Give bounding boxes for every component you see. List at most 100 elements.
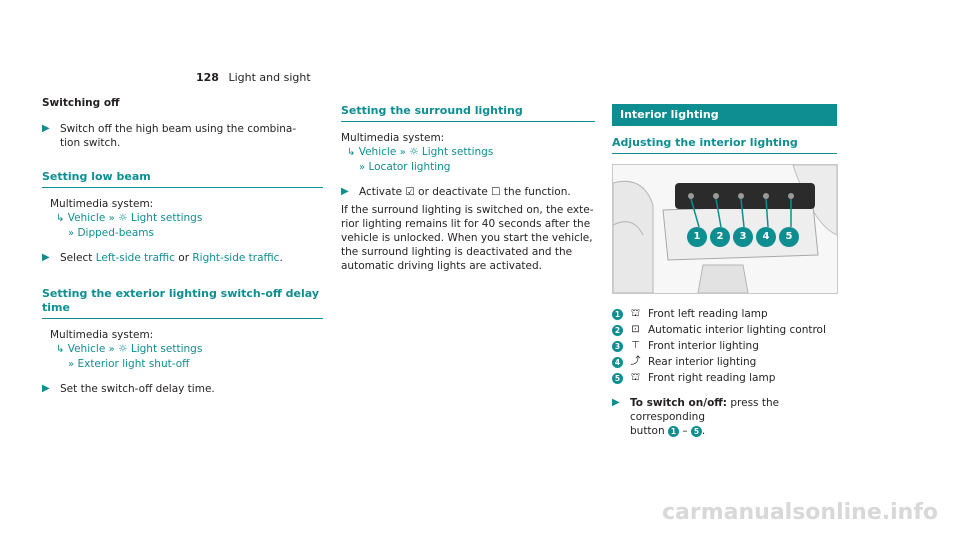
rear-interior-light-icon: ⤴ <box>630 356 641 367</box>
legend-label: Front left reading lamp <box>648 308 768 320</box>
column-middle: Setting the surround lighting Multimedia… <box>341 96 595 273</box>
paragraph-line: the surround lighting is deactivated and… <box>341 246 573 258</box>
heading-line: Setting the exterior lighting switch-off… <box>42 287 319 300</box>
legend-badge: 4 <box>612 356 623 368</box>
menu-light-settings[interactable]: Light settings <box>130 343 203 355</box>
page-number: 128 <box>196 71 219 84</box>
light-settings-icon: ☼ <box>118 343 128 355</box>
menu-light-settings[interactable]: Light settings <box>421 146 494 158</box>
legend-list: 1 ⛫ Front left reading lamp 2 ⊡ Automati… <box>612 306 837 386</box>
option-left-traffic[interactable]: Left-side traffic <box>95 252 175 264</box>
step-text: Set the switch-off delay time. <box>60 383 215 395</box>
low-beam-heading: Setting low beam <box>42 170 323 188</box>
light-settings-icon: ☼ <box>409 146 419 158</box>
step-arrow-icon: ▶ <box>42 383 50 394</box>
surround-path2: » Locator lighting <box>359 160 595 175</box>
switchoff-delay-heading: Setting the exterior lighting switch-off… <box>42 287 323 319</box>
menu-vehicle[interactable]: Vehicle <box>67 343 106 355</box>
watermark: carmanualsonline.info <box>662 500 938 525</box>
button-text: button <box>630 425 665 437</box>
menu-exterior-light-shut-off[interactable]: Exterior light shut-off <box>77 358 190 370</box>
surround-heading: Setting the surround lighting <box>341 104 595 122</box>
interior-subtitle: Adjusting the interior lighting <box>612 136 837 154</box>
chevron-right-icon: » <box>68 228 75 239</box>
surround-step: ▶ Activate ☑ or deactivate ☐ the functio… <box>341 185 595 199</box>
light-settings-icon: ☼ <box>118 212 128 224</box>
callout-badge: 1 <box>687 227 707 247</box>
switch-text: press the corresponding <box>630 397 780 423</box>
paragraph-line: rior lighting remains lit for 40 seconds… <box>341 218 591 230</box>
menu-light-settings[interactable]: Light settings <box>130 212 203 224</box>
interior-banner: Interior lighting <box>612 104 837 126</box>
return-arrow-icon: ↳ <box>347 147 356 158</box>
paragraph-line: automatic driving lights are activated. <box>341 260 542 272</box>
range-dash: – <box>682 425 688 437</box>
range-from-badge: 1 <box>667 425 679 437</box>
legend-label: Front right reading lamp <box>648 372 776 384</box>
step-text-line: Switch off the high beam using the combi… <box>60 123 297 135</box>
legend-item: 2 ⊡ Automatic interior lighting control <box>612 322 837 338</box>
step-arrow-icon: ▶ <box>42 252 50 263</box>
switching-off-title: Switching off <box>42 97 120 109</box>
return-arrow-icon: ↳ <box>56 344 65 355</box>
chevron-right-icon: » <box>108 213 115 224</box>
chevron-right-icon: » <box>68 359 75 370</box>
legend-badge: 5 <box>612 372 623 384</box>
legend-item: 1 ⛫ Front left reading lamp <box>612 306 837 322</box>
return-arrow-icon: ↳ <box>56 213 65 224</box>
legend-label: Automatic interior lighting control <box>648 324 826 336</box>
callout-badge: 2 <box>710 227 730 247</box>
legend-badge: 1 <box>612 308 623 320</box>
menu-vehicle[interactable]: Vehicle <box>67 212 106 224</box>
option-right-traffic[interactable]: Right-side traffic <box>192 252 280 264</box>
auto-light-icon: ⊡ <box>631 324 640 335</box>
callout-badge: 3 <box>733 227 753 247</box>
column-left: Switching off ▶ Switch off the high beam… <box>42 96 323 396</box>
legend-item: 3 ⊤ Front interior lighting <box>612 338 837 354</box>
checkbox-checked-icon: ☑ <box>405 186 415 198</box>
surround-system: Multimedia system: <box>341 132 445 144</box>
period: . <box>701 425 706 437</box>
switchoff-system: Multimedia system: <box>50 329 154 341</box>
switching-off-step: ▶ Switch off the high beam using the com… <box>42 122 323 150</box>
low-beam-step: ▶ Select Left-side traffic or Right-side… <box>42 251 323 265</box>
column-right: Interior lighting Adjusting the interior… <box>612 96 838 438</box>
activate-text: Activate <box>359 186 403 198</box>
surround-paragraph: If the surround lighting is switched on,… <box>341 203 595 273</box>
callout-badge: 4 <box>756 227 776 247</box>
menu-dipped-beams[interactable]: Dipped-beams <box>77 227 154 239</box>
step-arrow-icon: ▶ <box>42 123 50 134</box>
period: . <box>279 252 283 264</box>
paragraph-line: If the surround lighting is switched on,… <box>341 204 594 216</box>
switch-bold-label: To switch on/off: <box>630 397 728 409</box>
step-text-line: tion switch. <box>60 137 121 149</box>
front-interior-light-icon: ⊤ <box>631 340 640 351</box>
checkbox-empty-icon: ☐ <box>491 186 501 198</box>
legend-item: 4 ⤴ Rear interior lighting <box>612 354 837 370</box>
reading-lamp-icon: ⛫ <box>630 372 641 383</box>
legend-badge: 3 <box>612 340 623 352</box>
legend-badge: 2 <box>612 324 623 336</box>
chevron-right-icon: » <box>108 344 115 355</box>
legend-item: 5 ⛫ Front right reading lamp <box>612 370 837 386</box>
switch-step: ▶ To switch on/off: press the correspond… <box>612 396 837 438</box>
callout-badge: 5 <box>779 227 799 247</box>
menu-locator-lighting[interactable]: Locator lighting <box>368 161 451 173</box>
step-select-label: Select <box>60 252 93 264</box>
legend-label: Rear interior lighting <box>648 356 757 368</box>
chevron-right-icon: » <box>359 162 366 173</box>
or-label: or <box>178 252 190 264</box>
section-name: Light and sight <box>228 71 311 84</box>
reading-lamp-icon: ⛫ <box>630 308 641 319</box>
switchoff-path1: ↳ Vehicle » ☼ Light settings <box>56 342 323 357</box>
chevron-right-icon: » <box>399 147 406 158</box>
legend-label: Front interior lighting <box>648 340 759 352</box>
function-text: the function. <box>503 186 571 198</box>
switchoff-step: ▶ Set the switch-off delay time. <box>42 382 323 396</box>
range-to-badge: 5 <box>690 425 702 437</box>
menu-vehicle[interactable]: Vehicle <box>358 146 397 158</box>
switchoff-path2: » Exterior light shut-off <box>68 357 323 372</box>
page-header: 128 Light and sight <box>196 71 311 84</box>
step-arrow-icon: ▶ <box>341 186 349 197</box>
interior-figure: 1 2 3 4 5 <box>612 164 838 294</box>
